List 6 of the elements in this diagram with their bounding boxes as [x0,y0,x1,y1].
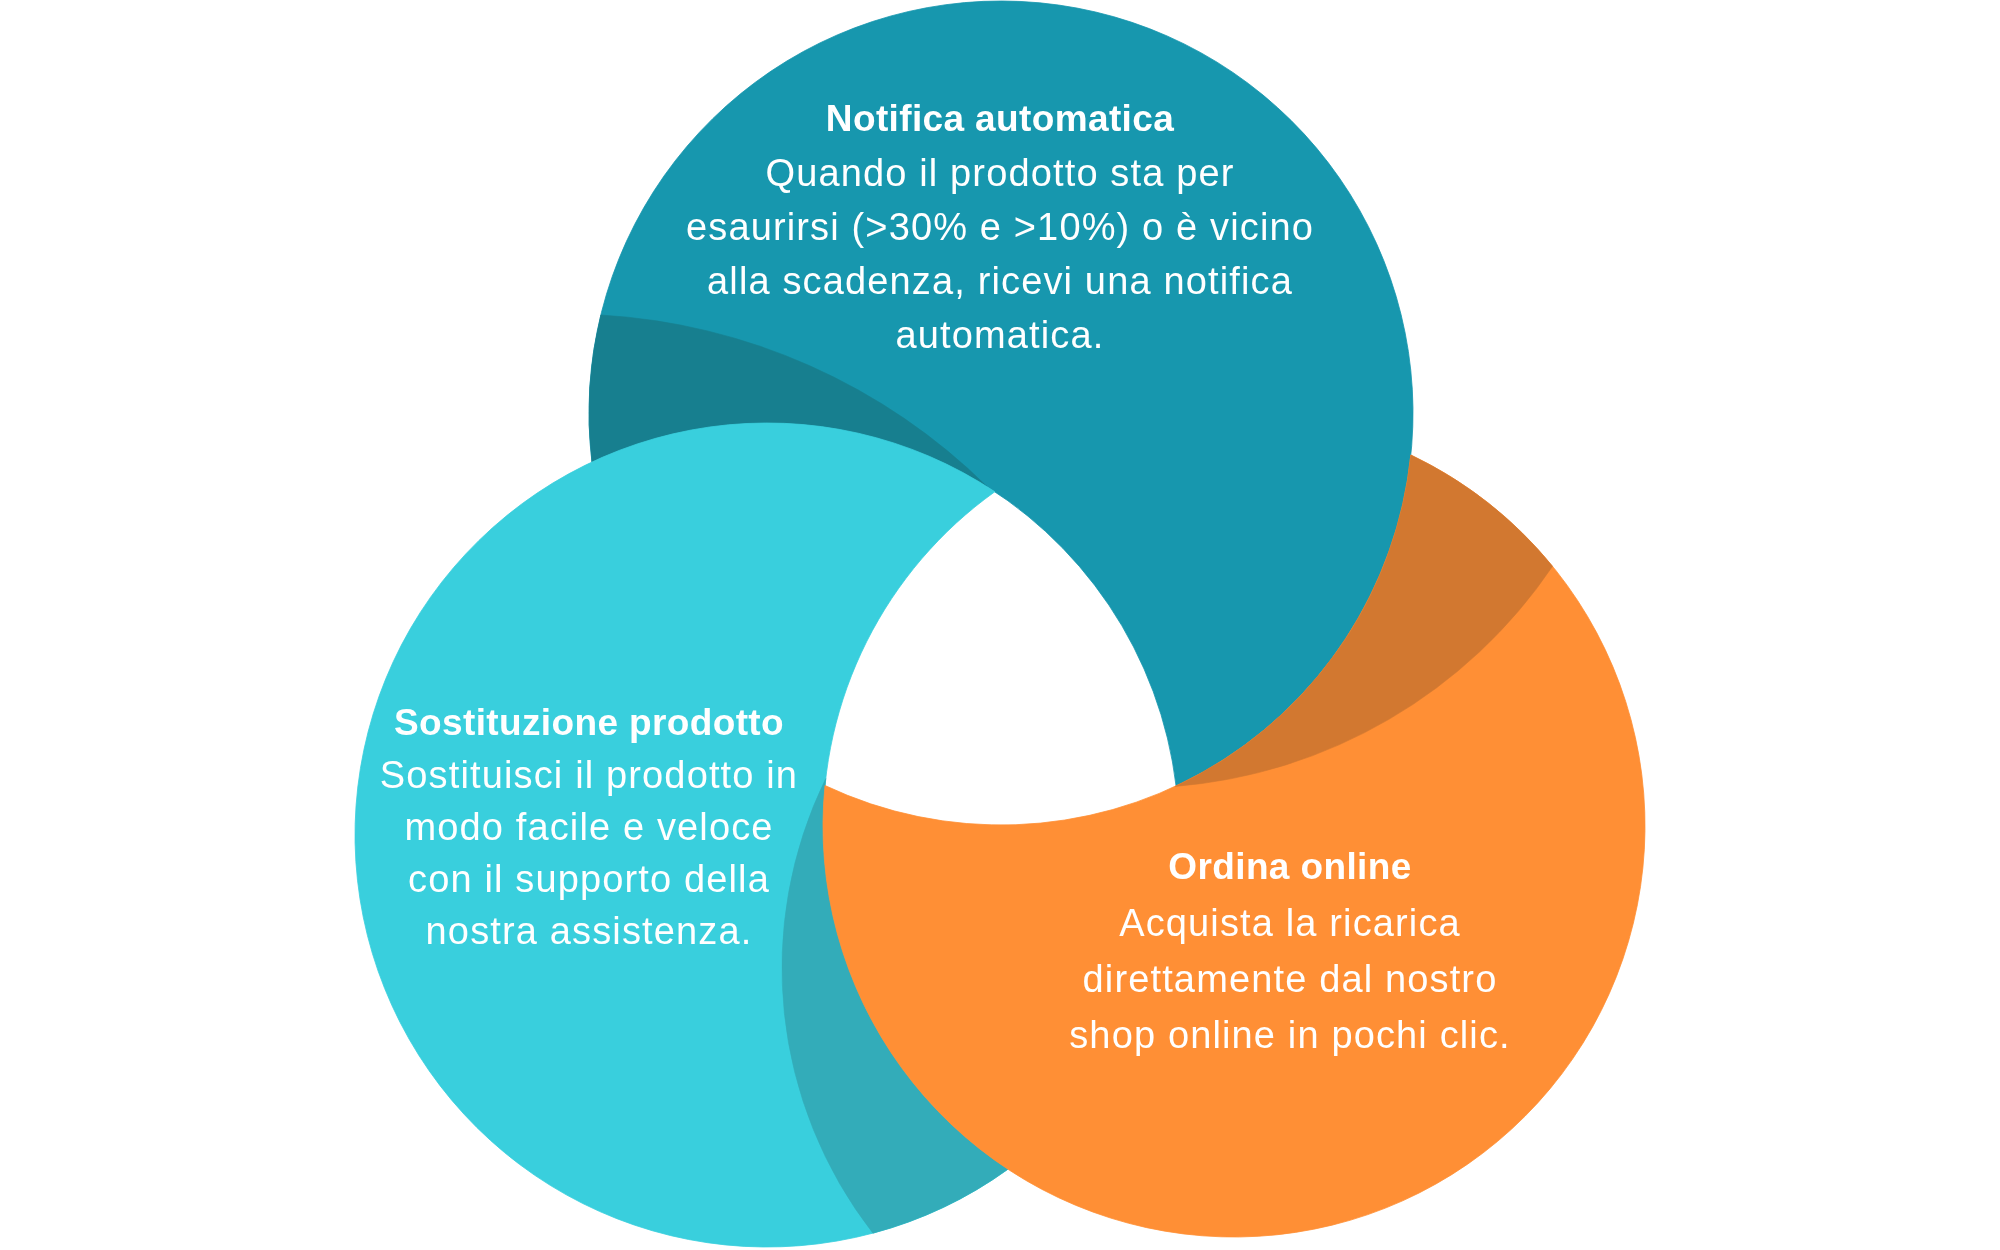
circle-title: Notifica automatica [824,97,1176,141]
circle-title: Ordina online [1167,845,1413,889]
circle-title: Sostituzione prodotto [392,701,785,745]
circle-description: Acquista la ricarica direttamente dal nostro shop online in pochi clic. [1068,901,1512,1058]
circle-description: Sostituisci il prodotto in modo facile e veloce con il supporto della nostra assistenza. [378,753,800,954]
circle-description: Quando il prodotto sta per esaurirsi (>30% e >10%) o è vicino alla scadenza, ricevi una notifica automatica. [684,151,1316,358]
